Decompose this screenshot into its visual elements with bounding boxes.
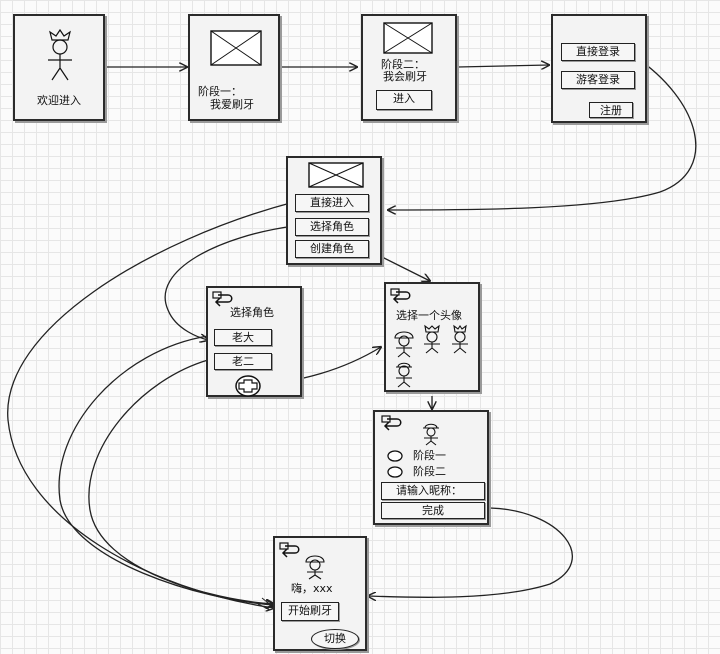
switch-button[interactable]: 切换 (311, 629, 359, 649)
screen-select-role: 选择角色 老大 老二 (206, 286, 302, 397)
enter-button[interactable]: 进入 (376, 90, 432, 110)
nickname-input[interactable]: 请输入昵称： (381, 482, 485, 500)
arrow-done-home (368, 507, 573, 597)
screen-welcome: 欢迎进入 (13, 14, 105, 121)
direct-enter-button[interactable]: 直接进入 (295, 194, 369, 212)
greeting-text: 嗨，xxx (291, 582, 333, 595)
select-role-button[interactable]: 选择角色 (295, 218, 369, 236)
selected-avatar-icon (423, 423, 439, 446)
image-placeholder-icon (210, 30, 262, 66)
select-role-title: 选择角色 (230, 306, 274, 319)
radio-button-icon[interactable] (387, 450, 403, 462)
arrow-ticks (257, 597, 273, 611)
start-brushing-button[interactable]: 开始刷牙 (281, 602, 339, 621)
back-arrow-icon (390, 288, 411, 304)
arrow-role2-home (88, 359, 274, 604)
avatar-option-icon[interactable] (392, 360, 416, 388)
screen-stage-one: 阶段一： 我爱刷牙 (188, 14, 280, 121)
avatar-option-icon[interactable] (448, 324, 472, 354)
screen-create-form: 阶段一 阶段二 请输入昵称： 完成 (373, 410, 489, 525)
create-role-button[interactable]: 创建角色 (295, 240, 369, 258)
role-one-button[interactable]: 老大 (214, 329, 272, 346)
add-role-icon[interactable] (234, 374, 262, 398)
back-arrow-icon (279, 542, 300, 558)
register-button[interactable]: 注册 (589, 102, 633, 118)
done-button[interactable]: 完成 (381, 502, 485, 519)
screen-home: 嗨，xxx 开始刷牙 切换 (273, 536, 367, 651)
screen-entry: 直接进入 选择角色 创建角色 (286, 156, 382, 265)
arrow-select-role-screen (164, 225, 295, 340)
stage-two-subtitle: 我会刷牙 (383, 70, 427, 83)
guest-login-button[interactable]: 游客登录 (561, 71, 635, 89)
avatar-select-title: 选择一个头像 (396, 309, 462, 322)
screen-login: 直接登录 游客登录 注册 (551, 14, 647, 123)
stage-one-title: 阶段一： (198, 85, 242, 98)
user-avatar-icon (305, 555, 325, 580)
image-placeholder-icon (308, 162, 364, 188)
back-arrow-icon (212, 291, 233, 307)
radio-button-icon[interactable] (387, 466, 403, 478)
arrow-login-entry (388, 55, 697, 210)
stage-one-option-label: 阶段一 (413, 449, 446, 462)
arrow-stage2-login (457, 65, 549, 67)
direct-login-button[interactable]: 直接登录 (561, 43, 635, 61)
stage-two-option-label: 阶段二 (413, 465, 446, 478)
avatar-option-icon[interactable] (420, 324, 444, 354)
image-placeholder-icon (383, 22, 433, 54)
avatar-option-icon[interactable] (392, 330, 416, 358)
screen-avatar-select: 选择一个头像 (384, 282, 480, 392)
role-two-button[interactable]: 老二 (214, 353, 272, 370)
stage-one-subtitle: 我爱刷牙 (210, 98, 254, 111)
welcome-label: 欢迎进入 (37, 94, 81, 107)
arrow-role1-home (58, 335, 274, 605)
screen-stage-two: 阶段二： 我会刷牙 进入 (361, 14, 457, 121)
king-figure-icon (48, 28, 72, 81)
back-arrow-icon (381, 415, 402, 431)
stage-two-title: 阶段二： (381, 58, 425, 71)
arrow-direct-enter-home (7, 201, 295, 608)
